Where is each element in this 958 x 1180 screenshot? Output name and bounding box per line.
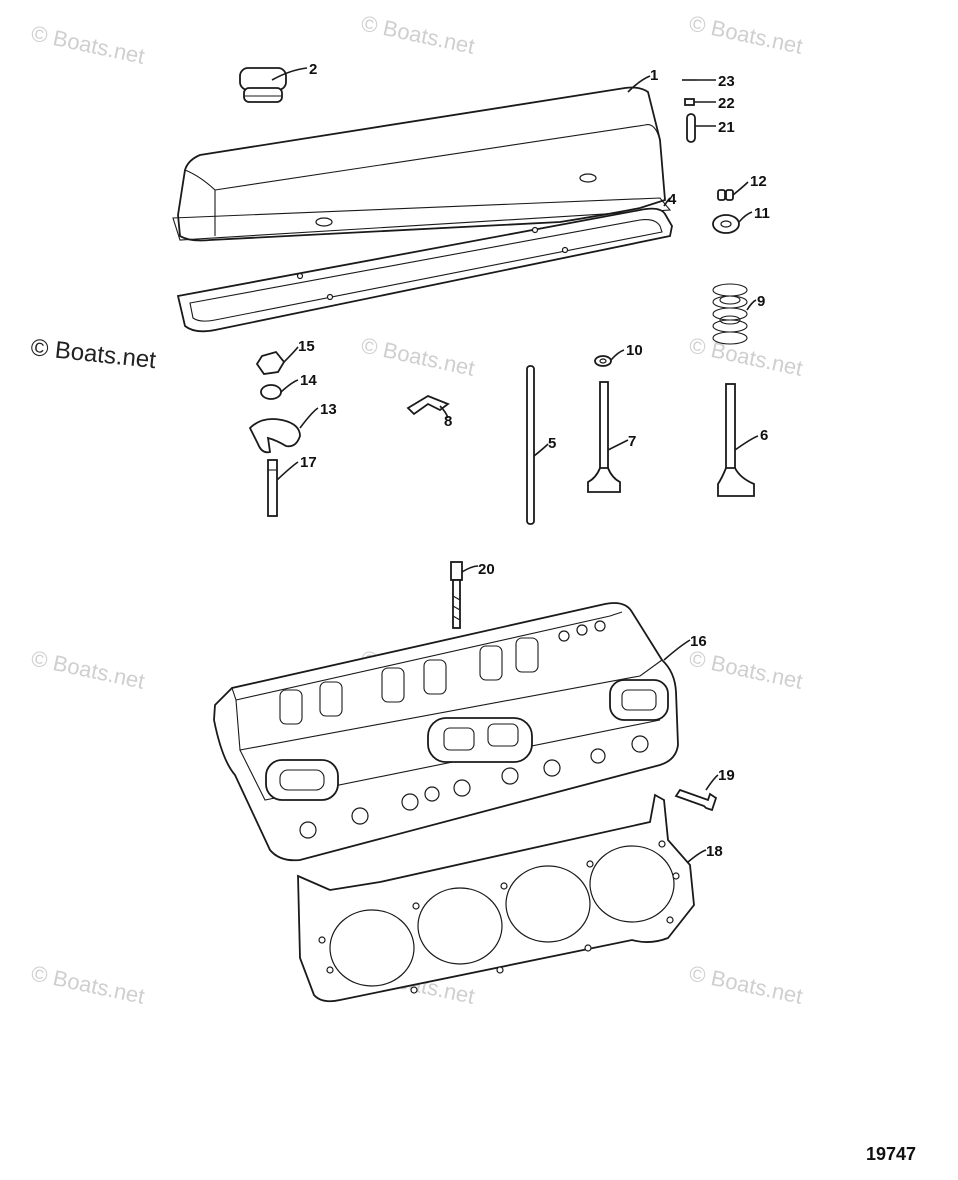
intake-valve xyxy=(587,381,621,493)
rocker-arm xyxy=(248,418,301,454)
rocker-ball xyxy=(260,384,282,400)
callout-20: 20 xyxy=(478,561,495,578)
push-rod xyxy=(526,365,535,525)
oil-filler-cap xyxy=(239,67,287,103)
head-valve-springs xyxy=(279,637,539,725)
callout-8: 8 xyxy=(444,413,452,430)
leader-lines xyxy=(271,67,759,863)
callout-11: 11 xyxy=(754,205,770,222)
watermark-main: © Boats.net xyxy=(29,334,157,374)
head-bolt xyxy=(450,561,463,629)
exhaust-valve xyxy=(717,383,755,497)
callout-14: 14 xyxy=(300,372,317,389)
callout-15: 15 xyxy=(298,338,315,355)
valve-cover-gasket xyxy=(176,207,673,333)
watermark: © Boats.net xyxy=(29,960,147,1008)
callout-21: 21 xyxy=(718,119,735,136)
watermark: © Boats.net xyxy=(687,960,805,1008)
watermark: © Boats.net xyxy=(359,10,477,58)
callout-16: 16 xyxy=(690,633,707,650)
valve-keepers xyxy=(717,189,734,201)
callout-13: 13 xyxy=(320,401,337,418)
callout-17: 17 xyxy=(300,454,317,471)
callout-7: 7 xyxy=(628,433,636,450)
figure-number: 19747 xyxy=(866,1144,916,1164)
watermark: © Boats.net xyxy=(687,645,805,693)
valve-cover xyxy=(172,86,672,242)
cylinder-head xyxy=(213,602,679,862)
callout-6: 6 xyxy=(760,427,768,444)
valve-seal xyxy=(594,355,612,367)
watermark: © Boats.net xyxy=(29,645,147,693)
push-rod-guide xyxy=(406,394,450,416)
callout-labels: 2 1 4 23 22 21 12 11 9 10 15 14 13 17 8 … xyxy=(298,61,770,860)
watermark: © Boats.net xyxy=(29,20,147,68)
rocker-nut xyxy=(255,350,286,375)
callout-1: 1 xyxy=(650,67,658,84)
small-hardware-23-22-21 xyxy=(682,79,697,143)
rocker-stud xyxy=(267,459,278,517)
callout-4: 4 xyxy=(668,191,677,208)
head-gasket xyxy=(297,793,695,1003)
callout-18: 18 xyxy=(706,843,723,860)
callout-19: 19 xyxy=(718,767,735,784)
callout-2: 2 xyxy=(309,61,317,78)
valve-spring xyxy=(712,283,748,345)
callout-23: 23 xyxy=(718,73,735,90)
watermark: © Boats.net xyxy=(359,332,477,380)
spring-retainer xyxy=(712,214,740,234)
watermark: © Boats.net xyxy=(687,10,805,58)
callout-9: 9 xyxy=(757,293,765,310)
callout-22: 22 xyxy=(718,95,735,112)
callout-10: 10 xyxy=(626,342,643,359)
callout-5: 5 xyxy=(548,435,556,452)
callout-12: 12 xyxy=(750,173,767,190)
head-bolt-short xyxy=(674,788,718,812)
